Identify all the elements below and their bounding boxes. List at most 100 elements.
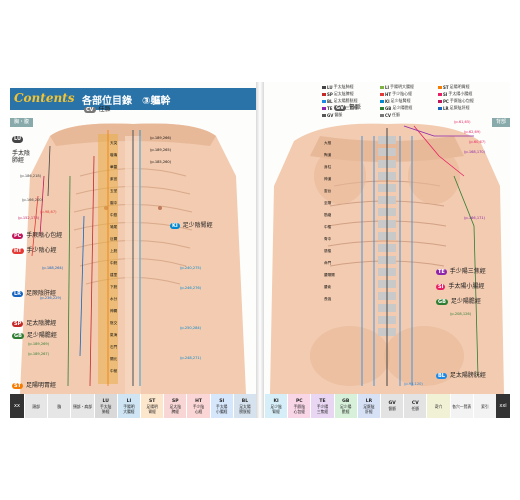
svg-text:玉堂: 玉堂: [110, 188, 118, 193]
svg-text:長強: 長強: [324, 296, 332, 301]
lr-label[interactable]: LR 足厥陰肝經: [12, 290, 56, 297]
ht-label[interactable]: HT 手少陰心經: [12, 247, 57, 254]
cv-label[interactable]: CV 任脈: [84, 106, 111, 113]
page-ref: (p.188,264): [42, 266, 64, 270]
page-ref: (p.166,200): [22, 198, 44, 202]
si-label[interactable]: SI 手太陽小腸經: [436, 283, 485, 290]
ki-label[interactable]: KI 足少陰腎經: [170, 222, 213, 229]
page-ref: (p.246,276): [180, 286, 202, 290]
footer-tab-head[interactable]: 頭部: [24, 394, 48, 418]
page-ref: (p.98,120): [404, 382, 423, 386]
svg-text:關元: 關元: [110, 356, 118, 361]
bl-label[interactable]: BL 足太陽膀胱經: [436, 372, 486, 379]
svg-text:水分: 水分: [110, 296, 118, 301]
page-ref: (p.60,67): [469, 140, 486, 144]
torso-front-illustration: 天突璇璣華蓋紫宮 玉堂膻中中庭鳩尾 巨闕上脘中脘建里 下脘水分神闕陰交 氣海石門…: [10, 106, 256, 394]
svg-text:鳩尾: 鳩尾: [110, 224, 118, 229]
page-number: xxi: [496, 394, 510, 418]
footer-tab-point-list[interactable]: 各穴一覽表: [449, 394, 473, 418]
torso-back-illustration: 大椎陶道身柱神道 靈台至陽筋縮中樞 脊中懸樞命門腰陽關 腰俞長強 GV 督脈 T…: [264, 104, 510, 394]
left-page: Contents 各部位目錄 ③軀幹 胸・腹: [10, 82, 256, 418]
footer-tab-index[interactable]: 索引: [472, 394, 497, 418]
svg-text:建里: 建里: [110, 272, 118, 277]
svg-text:大椎: 大椎: [324, 140, 332, 145]
svg-text:脊中: 脊中: [324, 236, 332, 241]
footer-tab-face[interactable]: 臉: [47, 394, 71, 418]
svg-text:命門: 命門: [324, 260, 332, 265]
svg-text:上脘: 上脘: [110, 248, 118, 253]
page-ref: (p.189,269): [28, 342, 50, 346]
gv-label[interactable]: GV 督脈: [334, 104, 361, 111]
page-ref: (p.189,267): [28, 352, 50, 356]
contents-word: Contents: [14, 91, 75, 105]
svg-text:靈台: 靈台: [324, 188, 332, 193]
svg-text:膻中: 膻中: [110, 200, 118, 205]
section-title: 各部位目錄 ③軀幹: [82, 96, 171, 107]
svg-text:紫宮: 紫宮: [110, 176, 118, 181]
svg-text:中庭: 中庭: [110, 212, 118, 217]
svg-text:懸樞: 懸樞: [324, 248, 332, 253]
page-ref: (p.189,266): [150, 136, 172, 140]
footer-tab-extra-points[interactable]: 奇穴: [426, 394, 450, 418]
page-ref: (p.61,65): [454, 120, 471, 124]
svg-text:中極: 中極: [110, 368, 118, 373]
page-ref: (p.98,67): [40, 210, 57, 214]
footer-tab-neck-shoulder[interactable]: 頸部・肩部: [70, 394, 94, 418]
book-gutter: [256, 82, 264, 418]
svg-text:神闕: 神闕: [110, 308, 118, 313]
svg-text:身柱: 身柱: [324, 164, 332, 169]
pc-label[interactable]: PC 手厥陰心包經: [12, 232, 63, 239]
lu-label[interactable]: LU 手太陰 肺經: [12, 136, 31, 164]
svg-text:中樞: 中樞: [324, 224, 332, 229]
gb-label[interactable]: GB 足少陽膽經: [12, 332, 57, 339]
page-ref: (p.240,275): [180, 266, 202, 270]
page-ref: (p.152,173): [18, 216, 40, 220]
page-ref: (p.168,170): [464, 150, 486, 154]
te-label[interactable]: TE 手少陽三焦經: [436, 268, 486, 275]
region-tab-back[interactable]: 背部: [491, 118, 510, 127]
svg-text:腰陽關: 腰陽關: [324, 272, 335, 277]
page-ref: (p.250,284): [180, 326, 202, 330]
st-label[interactable]: ST 足陽明胃經: [12, 382, 56, 389]
page-number: xx: [10, 394, 24, 418]
contents-header: Contents 各部位目錄 ③軀幹: [10, 88, 256, 110]
svg-text:巨闕: 巨闕: [110, 236, 118, 241]
svg-text:腰俞: 腰俞: [324, 284, 332, 289]
svg-text:石門: 石門: [110, 345, 118, 349]
svg-text:陶道: 陶道: [324, 152, 332, 157]
page-ref: (p.208,126): [450, 312, 472, 316]
page-ref: (p.248,271): [180, 356, 202, 360]
sp-label[interactable]: SP 足太陰脾經: [12, 320, 57, 327]
svg-text:至陽: 至陽: [324, 200, 332, 205]
region-tab-chest-abdomen[interactable]: 胸・腹: [10, 118, 34, 127]
svg-text:天突: 天突: [110, 140, 118, 145]
gb-label-back[interactable]: GB 足少陽膽經: [436, 298, 481, 305]
page-ref: (p.236,229): [40, 296, 62, 300]
svg-text:華蓋: 華蓋: [110, 164, 118, 169]
